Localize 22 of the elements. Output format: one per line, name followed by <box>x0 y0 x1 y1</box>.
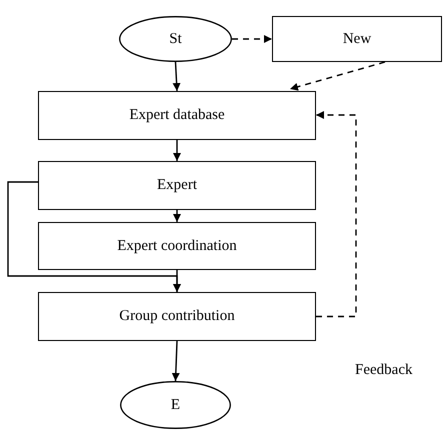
arrow <box>7 181 181 292</box>
process-box <box>38 161 316 210</box>
arrow <box>172 340 180 382</box>
node-label: New <box>342 30 372 48</box>
process-box <box>38 292 316 341</box>
arrow <box>173 210 181 222</box>
node-label: Expert <box>157 177 197 194</box>
arrow <box>290 61 386 91</box>
node-label: E <box>170 396 180 414</box>
process-box <box>38 91 316 140</box>
arrow <box>173 140 181 161</box>
node-label: Expert database <box>129 107 225 124</box>
terminal-ellipse <box>120 381 231 429</box>
arrow <box>172 62 181 92</box>
process-box <box>38 222 316 270</box>
arrow <box>316 111 357 318</box>
node-label: Expert coordination <box>117 238 237 254</box>
node-label: St <box>169 30 182 48</box>
arrow <box>232 35 272 43</box>
process-box <box>272 16 442 62</box>
node-label: Group contribution <box>119 308 235 325</box>
terminal-ellipse <box>119 16 232 62</box>
